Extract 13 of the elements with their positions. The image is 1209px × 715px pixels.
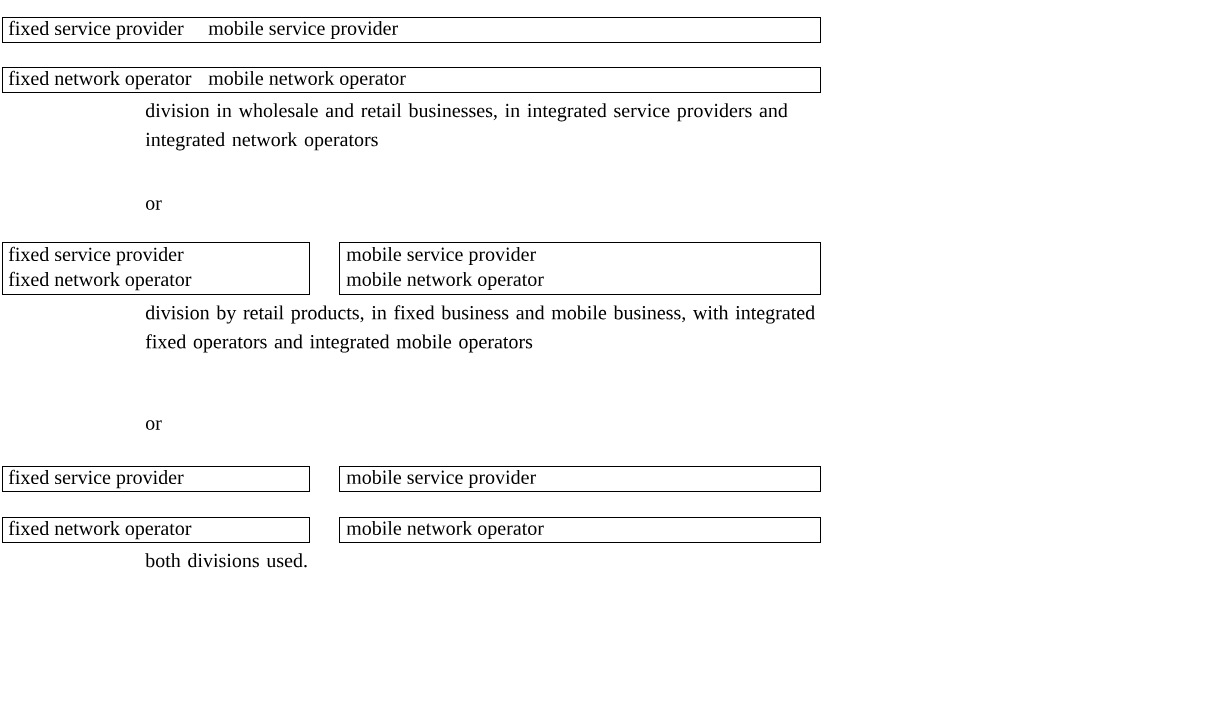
text-box: fixed service provider xyxy=(2,466,310,492)
text-box: mobile network operator xyxy=(339,517,821,543)
text-box: mobile service provider mobile network operator xyxy=(339,242,821,295)
note-text: or xyxy=(145,200,162,210)
note-text: division in wholesale and retail businesses, in integrated service providers and integrated network operators xyxy=(145,103,788,151)
text-box: fixed network operator mobile network operator xyxy=(2,67,821,93)
note-text: division by retail products, in fixed business and mobile business, with integrated fixed operators and integrated mobile operators xyxy=(145,305,815,353)
note-text: or xyxy=(145,420,162,430)
text-box: fixed network operator xyxy=(2,517,310,543)
text-box: mobile service provider xyxy=(339,466,821,492)
text-box: fixed service provider fixed network operator xyxy=(2,242,310,295)
note-text: both divisions used. xyxy=(145,553,307,568)
text-box: fixed service provider mobile service provider xyxy=(2,17,821,43)
